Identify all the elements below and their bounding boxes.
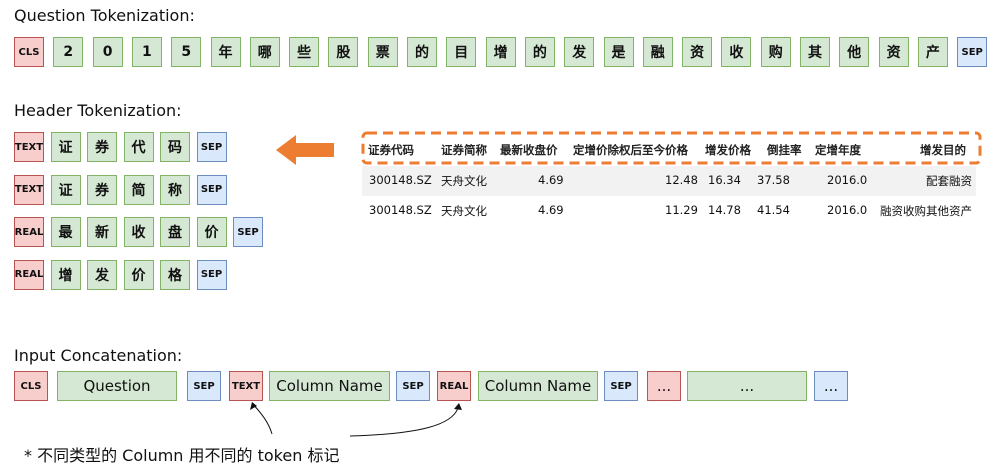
table-cell: 41.54 xyxy=(757,203,790,217)
table-cell: 配套融资 xyxy=(926,174,972,188)
ellipsis-sep-token: ... xyxy=(814,371,848,401)
question-token: 的 xyxy=(524,37,555,67)
table-header-cell: 定增年度 xyxy=(815,143,861,157)
sep-token: SEP xyxy=(196,174,227,205)
table-header-cell: 倒挂率 xyxy=(767,143,802,157)
question-token: 5 xyxy=(171,37,202,67)
question-token: 1 xyxy=(131,37,162,67)
header-char-token: 券 xyxy=(87,174,117,205)
question-token: 是 xyxy=(603,37,634,67)
real-type-token: REAL xyxy=(14,217,44,247)
text-type-token: TEXT xyxy=(14,174,44,205)
table-header-cell: 证券简称 xyxy=(441,143,487,157)
header-char-token: 最 xyxy=(50,217,81,247)
table-cell: 天舟文化 xyxy=(441,174,487,188)
cls-token: CLS xyxy=(14,37,44,67)
sep-token: SEP xyxy=(957,37,988,67)
question-tokenization-title: Question Tokenization: xyxy=(14,6,195,25)
table-cell: 16.34 xyxy=(708,173,741,187)
sep-token: SEP xyxy=(396,371,430,401)
header-char-token: 码 xyxy=(160,132,190,162)
table-header-cell: 增发价格 xyxy=(705,143,751,157)
question-token: 目 xyxy=(446,37,477,67)
header-char-token: 券 xyxy=(87,132,117,162)
note-arrowhead-text xyxy=(250,402,257,410)
question-token: 增 xyxy=(485,37,516,67)
question-token: 资 xyxy=(878,37,909,67)
header-char-token: 价 xyxy=(196,217,227,247)
note-arrow-real xyxy=(349,407,459,437)
input-concatenation-title: Input Concatenation: xyxy=(14,346,183,365)
table-cell: 融资收购其他资产 xyxy=(880,204,972,218)
table-cell: 14.78 xyxy=(708,203,741,217)
question-token: 2 xyxy=(53,37,84,67)
table-header-cell: 增发目的 xyxy=(920,143,966,157)
question-token: 他 xyxy=(839,37,870,67)
table-cell: 4.69 xyxy=(538,173,564,187)
column-name-block: Column Name xyxy=(269,371,390,401)
header-char-token: 发 xyxy=(87,259,117,290)
header-char-token: 称 xyxy=(160,174,190,205)
question-token: 哪 xyxy=(249,37,280,67)
question-token: 其 xyxy=(800,37,830,67)
question-token: 购 xyxy=(760,37,791,67)
sep-token: SEP xyxy=(233,217,263,247)
text-type-token: TEXT xyxy=(14,132,44,162)
question-token: 0 xyxy=(92,37,123,67)
header-char-token: 格 xyxy=(160,259,190,290)
header-char-token: 代 xyxy=(123,132,154,162)
question-token: 的 xyxy=(407,37,437,67)
table-cell: 300148.SZ xyxy=(369,203,432,217)
question-block: Question xyxy=(57,371,177,401)
header-char-token: 证 xyxy=(50,132,81,162)
note-arrowhead-real xyxy=(454,403,462,410)
table-header-cell: 证券代码 xyxy=(368,143,414,157)
table-cell: 2016.0 xyxy=(827,203,868,217)
table-cell: 12.48 xyxy=(665,173,698,187)
header-char-token: 收 xyxy=(123,217,154,247)
table-cell: 天舟文化 xyxy=(441,204,487,218)
text-type-token: TEXT xyxy=(229,371,263,401)
header-char-token: 证 xyxy=(50,174,81,205)
question-token: 股 xyxy=(328,37,359,67)
column-name-block: Column Name xyxy=(478,371,598,401)
table-cell: 11.29 xyxy=(665,203,698,217)
table-cell: 300148.SZ xyxy=(369,173,432,187)
sep-token: SEP xyxy=(196,259,227,290)
note-arrow-text xyxy=(251,402,273,435)
left-arrow-icon xyxy=(276,135,334,165)
table-header-cell: 定增价除权后至今价格 xyxy=(573,143,688,157)
question-token: 些 xyxy=(289,37,320,67)
annotation-note: * 不同类型的 Column 用不同的 token 标记 xyxy=(24,446,340,465)
question-token: 融 xyxy=(642,37,673,67)
header-char-token: 增 xyxy=(50,259,81,290)
table-header-dashed-box xyxy=(361,131,982,165)
sep-token: SEP xyxy=(196,132,227,162)
table-cell: 37.58 xyxy=(757,173,790,187)
ellipsis-column-block: ... xyxy=(687,371,807,401)
question-token: 资 xyxy=(682,37,713,67)
question-token: 产 xyxy=(917,37,948,67)
real-type-token: REAL xyxy=(14,259,44,290)
table-cell: 2016.0 xyxy=(827,173,868,187)
table-header-cell: 最新收盘价 xyxy=(500,143,558,157)
header-char-token: 新 xyxy=(87,217,117,247)
question-token: 票 xyxy=(367,37,398,67)
header-char-token: 价 xyxy=(123,259,154,290)
real-type-token: REAL xyxy=(437,371,471,401)
header-char-token: 盘 xyxy=(160,217,190,247)
header-tokenization-title: Header Tokenization: xyxy=(14,101,182,120)
table-row-highlight xyxy=(362,166,976,196)
question-token: 发 xyxy=(564,37,595,67)
header-char-token: 简 xyxy=(123,174,154,205)
cls-token: CLS xyxy=(14,371,48,401)
sep-token: SEP xyxy=(187,371,221,401)
ellipsis-type-token: ... xyxy=(647,371,681,401)
question-token: 年 xyxy=(210,37,241,67)
table-cell: 4.69 xyxy=(538,203,564,217)
question-token: 收 xyxy=(721,37,752,67)
sep-token: SEP xyxy=(604,371,638,401)
